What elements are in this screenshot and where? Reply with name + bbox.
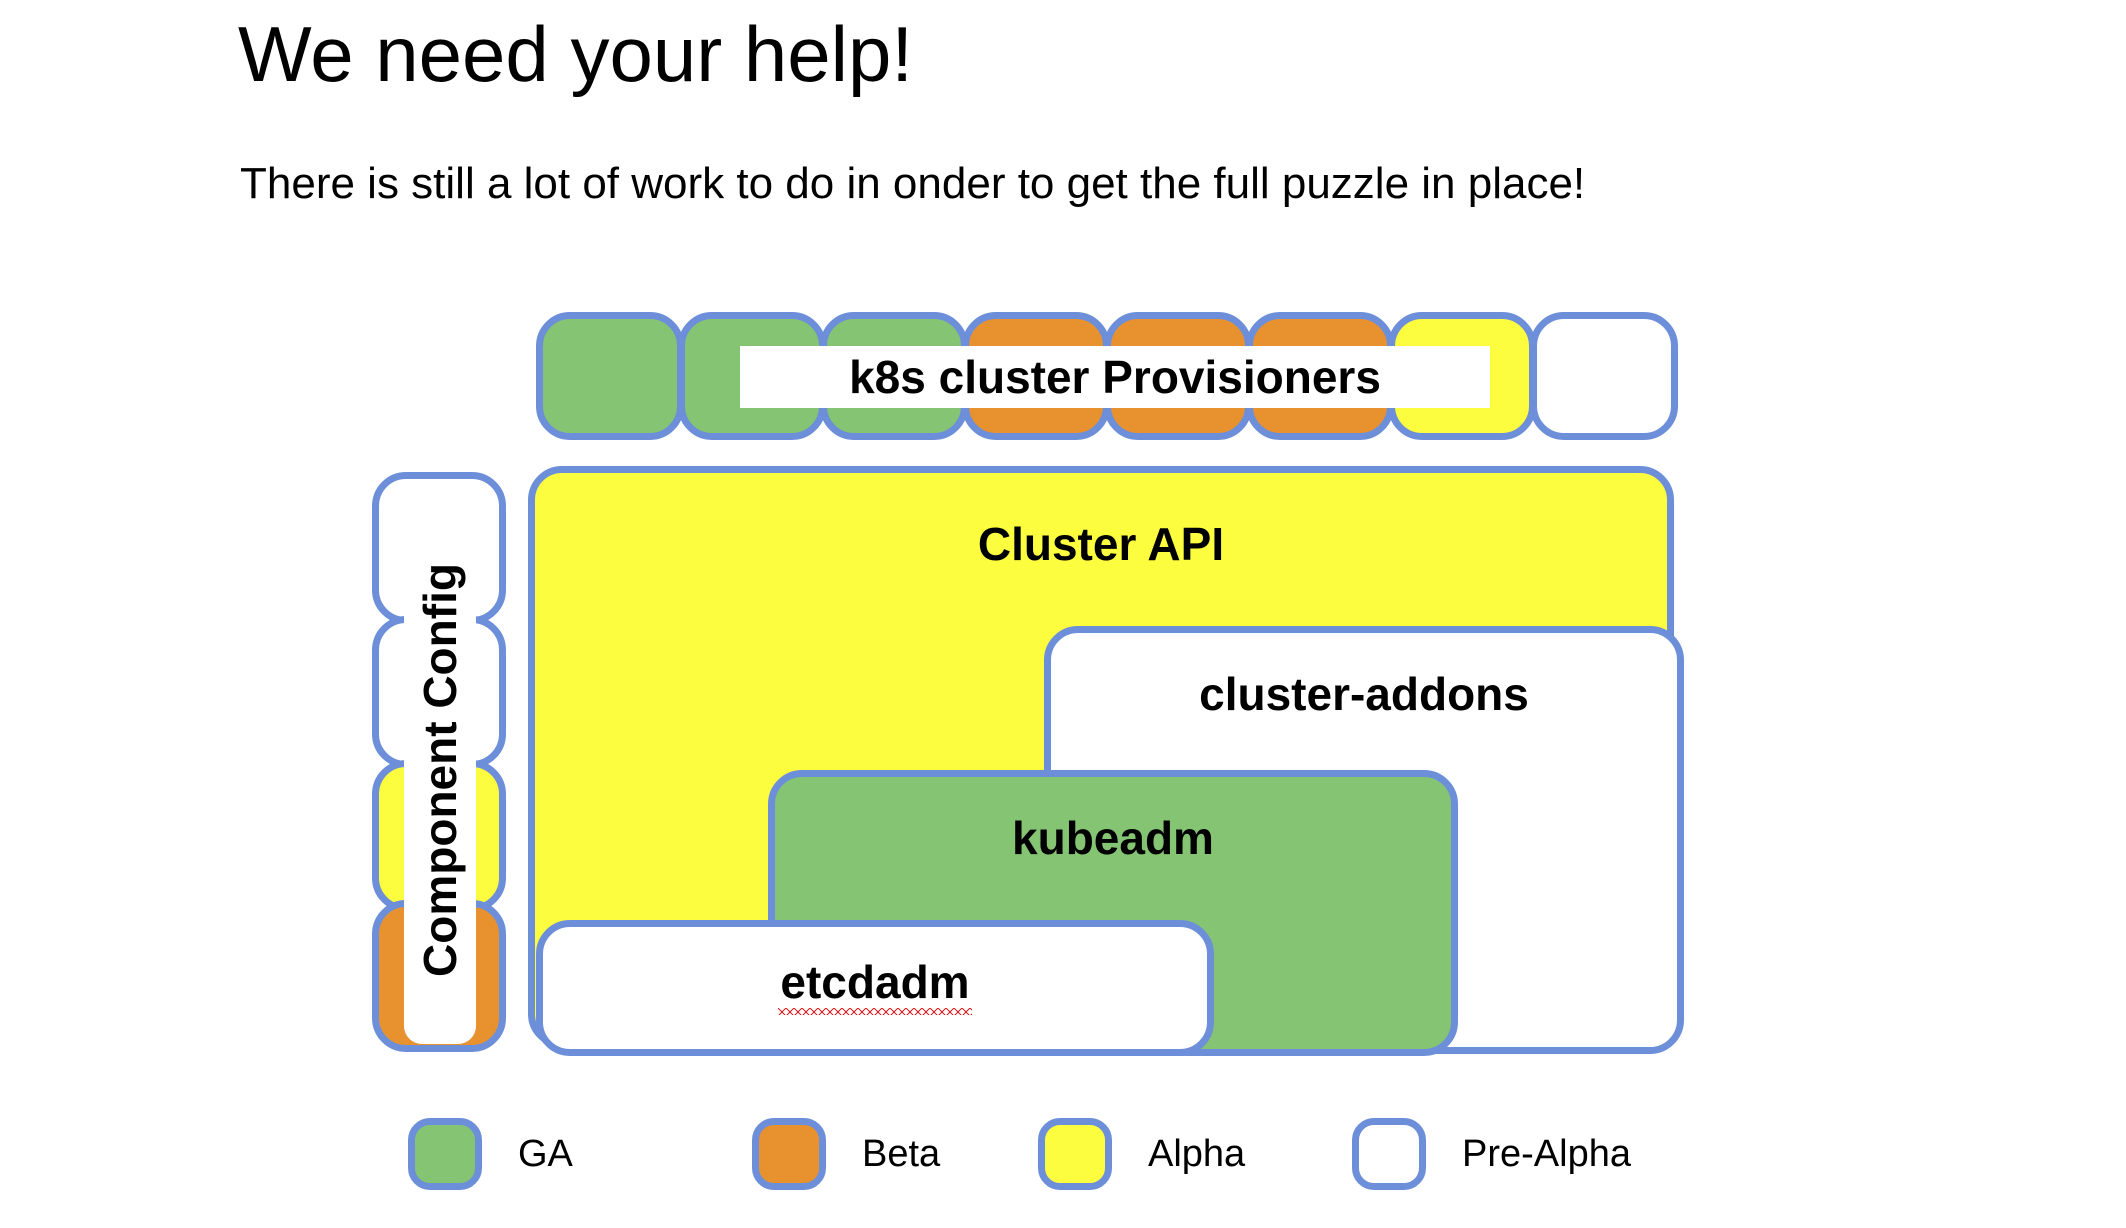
cluster-api-label: Cluster API [977,518,1225,570]
legend-item-ga: GA [408,1118,573,1190]
legend-swatch-alpha-icon [1038,1118,1112,1190]
etcdadm-label: etcdadm [778,955,972,1015]
kubeadm-label: kubeadm [1012,812,1214,864]
legend-label-alpha: Alpha [1148,1132,1246,1175]
legend: GA Beta Alpha Pre-Alpha [0,1118,2126,1204]
provisioners-label-band: k8s cluster Provisioners [740,346,1490,408]
legend-item-prealpha: Pre-Alpha [1352,1118,1631,1190]
provisioners-label: k8s cluster Provisioners [849,351,1381,403]
legend-swatch-prealpha-icon [1352,1118,1426,1190]
etcdadm-box[interactable]: etcdadm [536,920,1214,1056]
legend-swatch-beta-icon [752,1118,826,1190]
component-config-label: Component Config [414,563,467,977]
page-subtitle: There is still a lot of work to do in on… [240,159,1586,208]
etcdadm-label-wrap: etcdadm [543,955,1207,1015]
component-config-label-band: Component Config [404,496,476,1044]
legend-label-beta: Beta [862,1132,941,1175]
legend-swatch-ga-icon [408,1118,482,1190]
legend-label-prealpha: Pre-Alpha [1462,1132,1631,1175]
cluster-addons-label: cluster-addons [1199,668,1529,720]
legend-label-ga: GA [518,1132,573,1175]
legend-item-beta: Beta [752,1118,940,1190]
page-title: We need your help! [238,10,913,98]
provisioner-tile-1[interactable] [536,312,684,440]
provisioner-tile-8[interactable] [1530,312,1678,440]
legend-item-alpha: Alpha [1038,1118,1245,1190]
